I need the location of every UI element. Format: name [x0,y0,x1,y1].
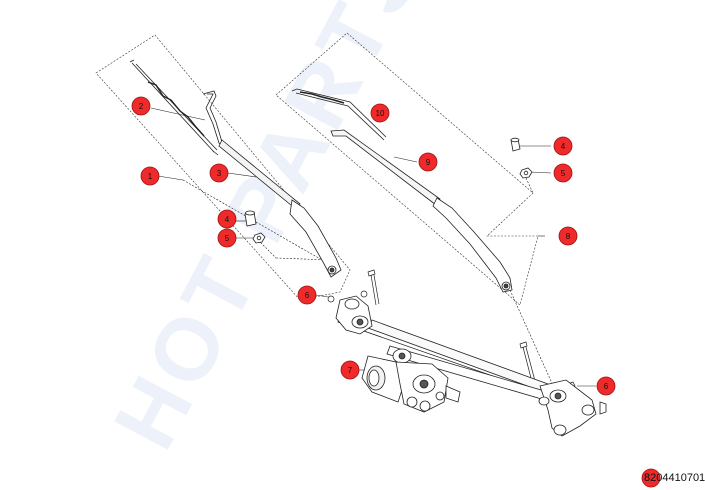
callout-number: 3 [217,169,222,178]
callout-number: 7 [348,366,353,375]
callout-9[interactable]: 9 [418,152,438,172]
callout-6[interactable]: 6 [596,376,616,396]
callout-number: 8 [566,232,571,241]
callout-number: 1 [148,172,153,181]
callout-number: 9 [426,158,431,167]
callout-1[interactable]: 1 [140,166,160,186]
callout-circle[interactable] [558,226,578,246]
part-number-label: 8204410701 [644,472,705,484]
callout-circle[interactable] [340,360,360,380]
driver-side-group-outline [95,34,351,301]
callout-circle[interactable] [217,209,237,229]
callout-2[interactable]: 2 [131,96,151,116]
callout-circle[interactable] [596,376,616,396]
wiper-linkage-frame [335,295,607,437]
callout-number: 2 [139,102,144,111]
passenger-side-group-outline [275,32,539,306]
callout-circle[interactable] [209,163,229,183]
driver-wiper-blade [129,59,219,156]
passenger-wiper-arm [330,129,513,293]
callout-circle[interactable] [553,163,573,183]
callout-circle[interactable] [131,96,151,116]
caps-and-nuts [244,137,533,244]
driver-wiper-arm [202,90,342,278]
group-outlines [95,32,539,306]
passenger-wiper-blade [291,88,387,141]
callout-3[interactable]: 3 [209,163,229,183]
callout-circle[interactable] [140,166,160,186]
callouts: 1 2 3 4 5 6 7 10 9 4 5 8 6 [131,96,616,396]
callout-number: 6 [604,382,609,391]
wiper-motor [361,355,461,413]
callout-number: 10 [376,109,385,118]
callout-4[interactable]: 4 [217,209,237,229]
callout-5[interactable]: 5 [217,228,237,248]
callout-number: 6 [305,291,310,300]
callout-10[interactable]: 10 [370,103,390,123]
callout-circle[interactable] [297,285,317,305]
callout-8[interactable]: 8 [558,226,578,246]
callout-circle[interactable] [217,228,237,248]
callout-number: 5 [561,169,566,178]
callout-number: 4 [561,142,566,151]
callout-6[interactable]: 6 [297,285,317,305]
callout-number: 5 [225,234,230,243]
callout-number: 4 [225,215,230,224]
part-number-badge [641,468,661,488]
callout-5[interactable]: 5 [553,163,573,183]
callout-7[interactable]: 7 [340,360,360,380]
callout-4[interactable]: 4 [553,136,573,156]
callout-circle[interactable] [553,136,573,156]
callout-circle[interactable] [370,103,390,123]
callout-circle[interactable] [418,152,438,172]
